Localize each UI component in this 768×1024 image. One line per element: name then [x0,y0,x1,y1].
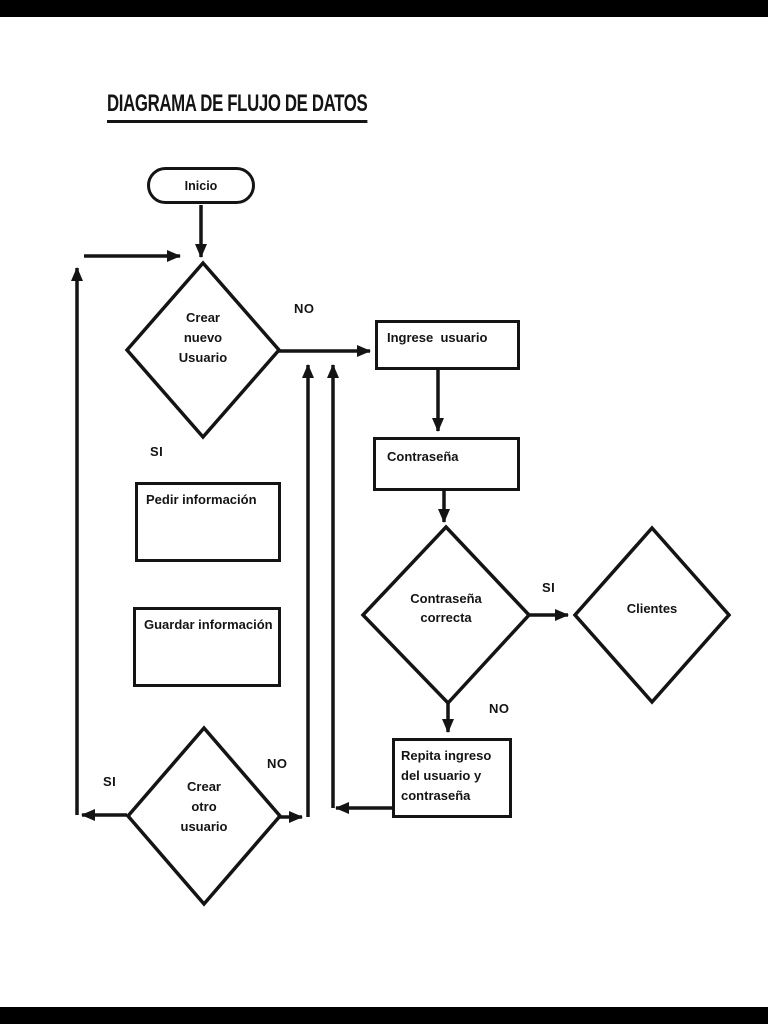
process-pedir-informacion-label: Pedir información [146,492,257,507]
process-repita-ingreso-line1: Repita ingreso [401,748,492,763]
process-pedir-informacion: Pedir información [135,482,281,562]
decision-crear-nuevo-usuario-shape [124,260,282,440]
edge-label-crear-otro-no: NO [267,756,288,771]
edge-label-crear-nuevo-no: NO [294,301,315,316]
contrasena-correcta-line2: correcta [420,610,472,625]
contrasena-correcta-line1: Contraseña [410,591,482,606]
crear-nuevo-line3: Usuario [178,350,228,365]
process-guardar-informacion: Guardar información [133,607,281,687]
crear-otro-line3: usuario [180,819,228,834]
clientes-label: Clientes [626,601,678,616]
process-ingrese-usuario-label: Ingrese usuario [387,330,488,345]
top-letterbox-bar [0,0,768,17]
edge-label-correcta-no: NO [489,701,510,716]
decision-crear-otro-usuario-label: Crear otro usuario [144,777,264,837]
crear-otro-line2: otro [191,799,217,814]
process-repita-ingreso-line3: contraseña [401,788,471,803]
edge-label-crear-otro-si: SI [103,774,117,789]
process-repita-ingreso: Repita ingreso del usuario y contraseña [392,738,512,818]
edge-label-crear-nuevo-si: SI [150,444,164,459]
page-title: DIAGRAMA DE FLUJO DE DATOS [107,90,368,123]
decision-crear-nuevo-usuario-label: Crear nuevo Usuario [143,308,263,368]
process-guardar-informacion-label: Guardar información [144,617,273,632]
decision-clientes-shape [572,525,732,705]
decision-contrasena-correcta-shape [360,524,532,706]
decision-contrasena-correcta-label: Contraseña correcta [376,589,516,627]
decision-clientes-label: Clientes [592,599,712,619]
bottom-letterbox-bar [0,1007,768,1024]
crear-nuevo-line2: nuevo [183,330,223,345]
process-contrasena: Contraseña [373,437,520,491]
terminator-inicio: Inicio [147,167,255,204]
crear-nuevo-line1: Crear [186,310,220,325]
process-ingrese-usuario: Ingrese usuario [375,320,520,370]
terminator-inicio-label: Inicio [184,178,218,193]
crear-otro-line1: Crear [187,779,221,794]
process-contrasena-label: Contraseña [387,449,459,464]
process-repita-ingreso-line2: del usuario y [401,768,482,783]
edge-label-correcta-si: SI [542,580,556,595]
decision-crear-otro-usuario-shape [125,725,283,907]
